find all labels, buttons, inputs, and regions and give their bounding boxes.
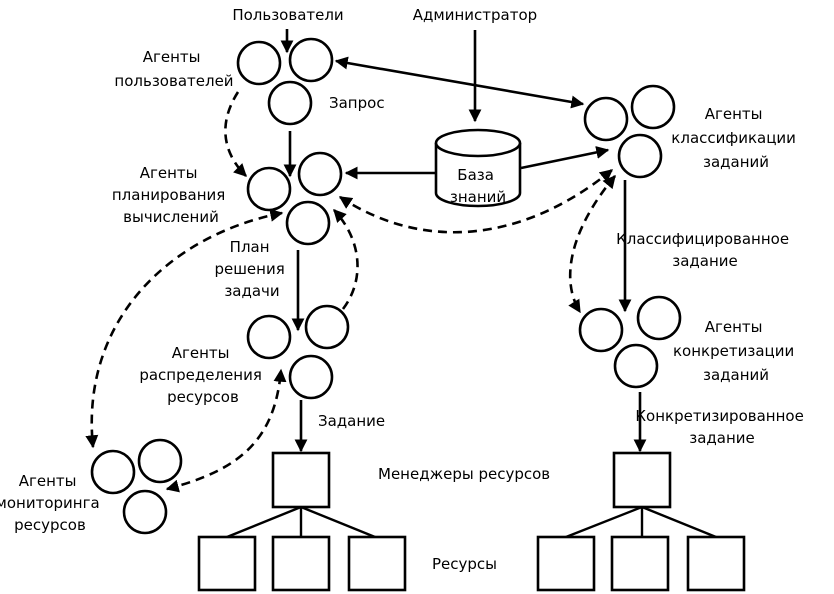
resource-manager-box-left [271, 451, 331, 509]
resources-label: Ресурсы [432, 555, 497, 573]
agent-node [137, 438, 183, 484]
concretization-agents-label: Агенты конкретизации заданий [673, 318, 799, 384]
admin-label: Администратор [413, 6, 537, 24]
agent-node [285, 200, 331, 246]
resource-box [610, 535, 670, 592]
resource-tree-right [565, 505, 717, 539]
distribution-to-planning-dashed-arrow [333, 209, 359, 310]
classification-planning-dashed-arrow [338, 168, 614, 234]
agent-node [630, 84, 676, 130]
resource-box [271, 535, 331, 592]
agent-node [617, 133, 663, 179]
agent-node [578, 307, 624, 353]
user-agents-label: Агенты пользователей [114, 48, 233, 90]
user-to-planning-dashed-arrow [224, 91, 247, 177]
agent-node [288, 354, 334, 400]
agent-node [246, 314, 292, 360]
resource-box [197, 535, 257, 592]
distribution-agents-label: Агенты распределения ресурсов [139, 344, 266, 406]
agent-node [90, 449, 136, 495]
task-label: Задание [318, 412, 385, 430]
resource-box [686, 535, 746, 592]
kb-to-classification-arrow [520, 146, 610, 170]
planning-agents-cluster [246, 151, 343, 246]
resource-managers-label: Менеджеры ресурсов [378, 465, 550, 483]
agent-node [636, 295, 682, 341]
monitoring-agents-label: Агенты мониторинга ресурсов [0, 472, 104, 534]
agent-node [297, 151, 343, 197]
agent-node [304, 304, 350, 350]
resource-box [347, 535, 407, 592]
classification-agents-label: Агенты классификации заданий [671, 105, 800, 171]
classification-agents-cluster [583, 84, 676, 179]
resource-manager-box-right [612, 451, 672, 509]
user-classification-arrow [334, 56, 585, 109]
plan-label: План решения задачи [214, 238, 289, 300]
agent-node [267, 80, 313, 126]
planning-agents-label: Агенты планирования вычислений [112, 164, 230, 226]
user-agents-cluster [236, 37, 334, 126]
users-label: Пользователи [232, 6, 343, 24]
classified-task-label: Классифицированное задание [616, 230, 794, 270]
agent-node [236, 40, 282, 86]
classification-to-concretization-dashed-arrow [568, 175, 616, 314]
planning-monitoring-dashed-arrow [85, 208, 284, 449]
concretized-task-label: Конкретизированное задание [635, 407, 808, 447]
agent-node [122, 489, 168, 535]
agent-node [288, 37, 334, 83]
agent-node [583, 96, 629, 142]
monitoring-distribution-dashed-arrow [165, 368, 287, 493]
monitoring-agents-cluster [90, 438, 183, 535]
resource-tree-left [226, 505, 376, 539]
request-label: Запрос [329, 94, 385, 112]
agent-node [246, 166, 292, 212]
concretization-agents-cluster [578, 295, 682, 389]
agent-node [613, 343, 659, 389]
resource-box [536, 535, 596, 592]
